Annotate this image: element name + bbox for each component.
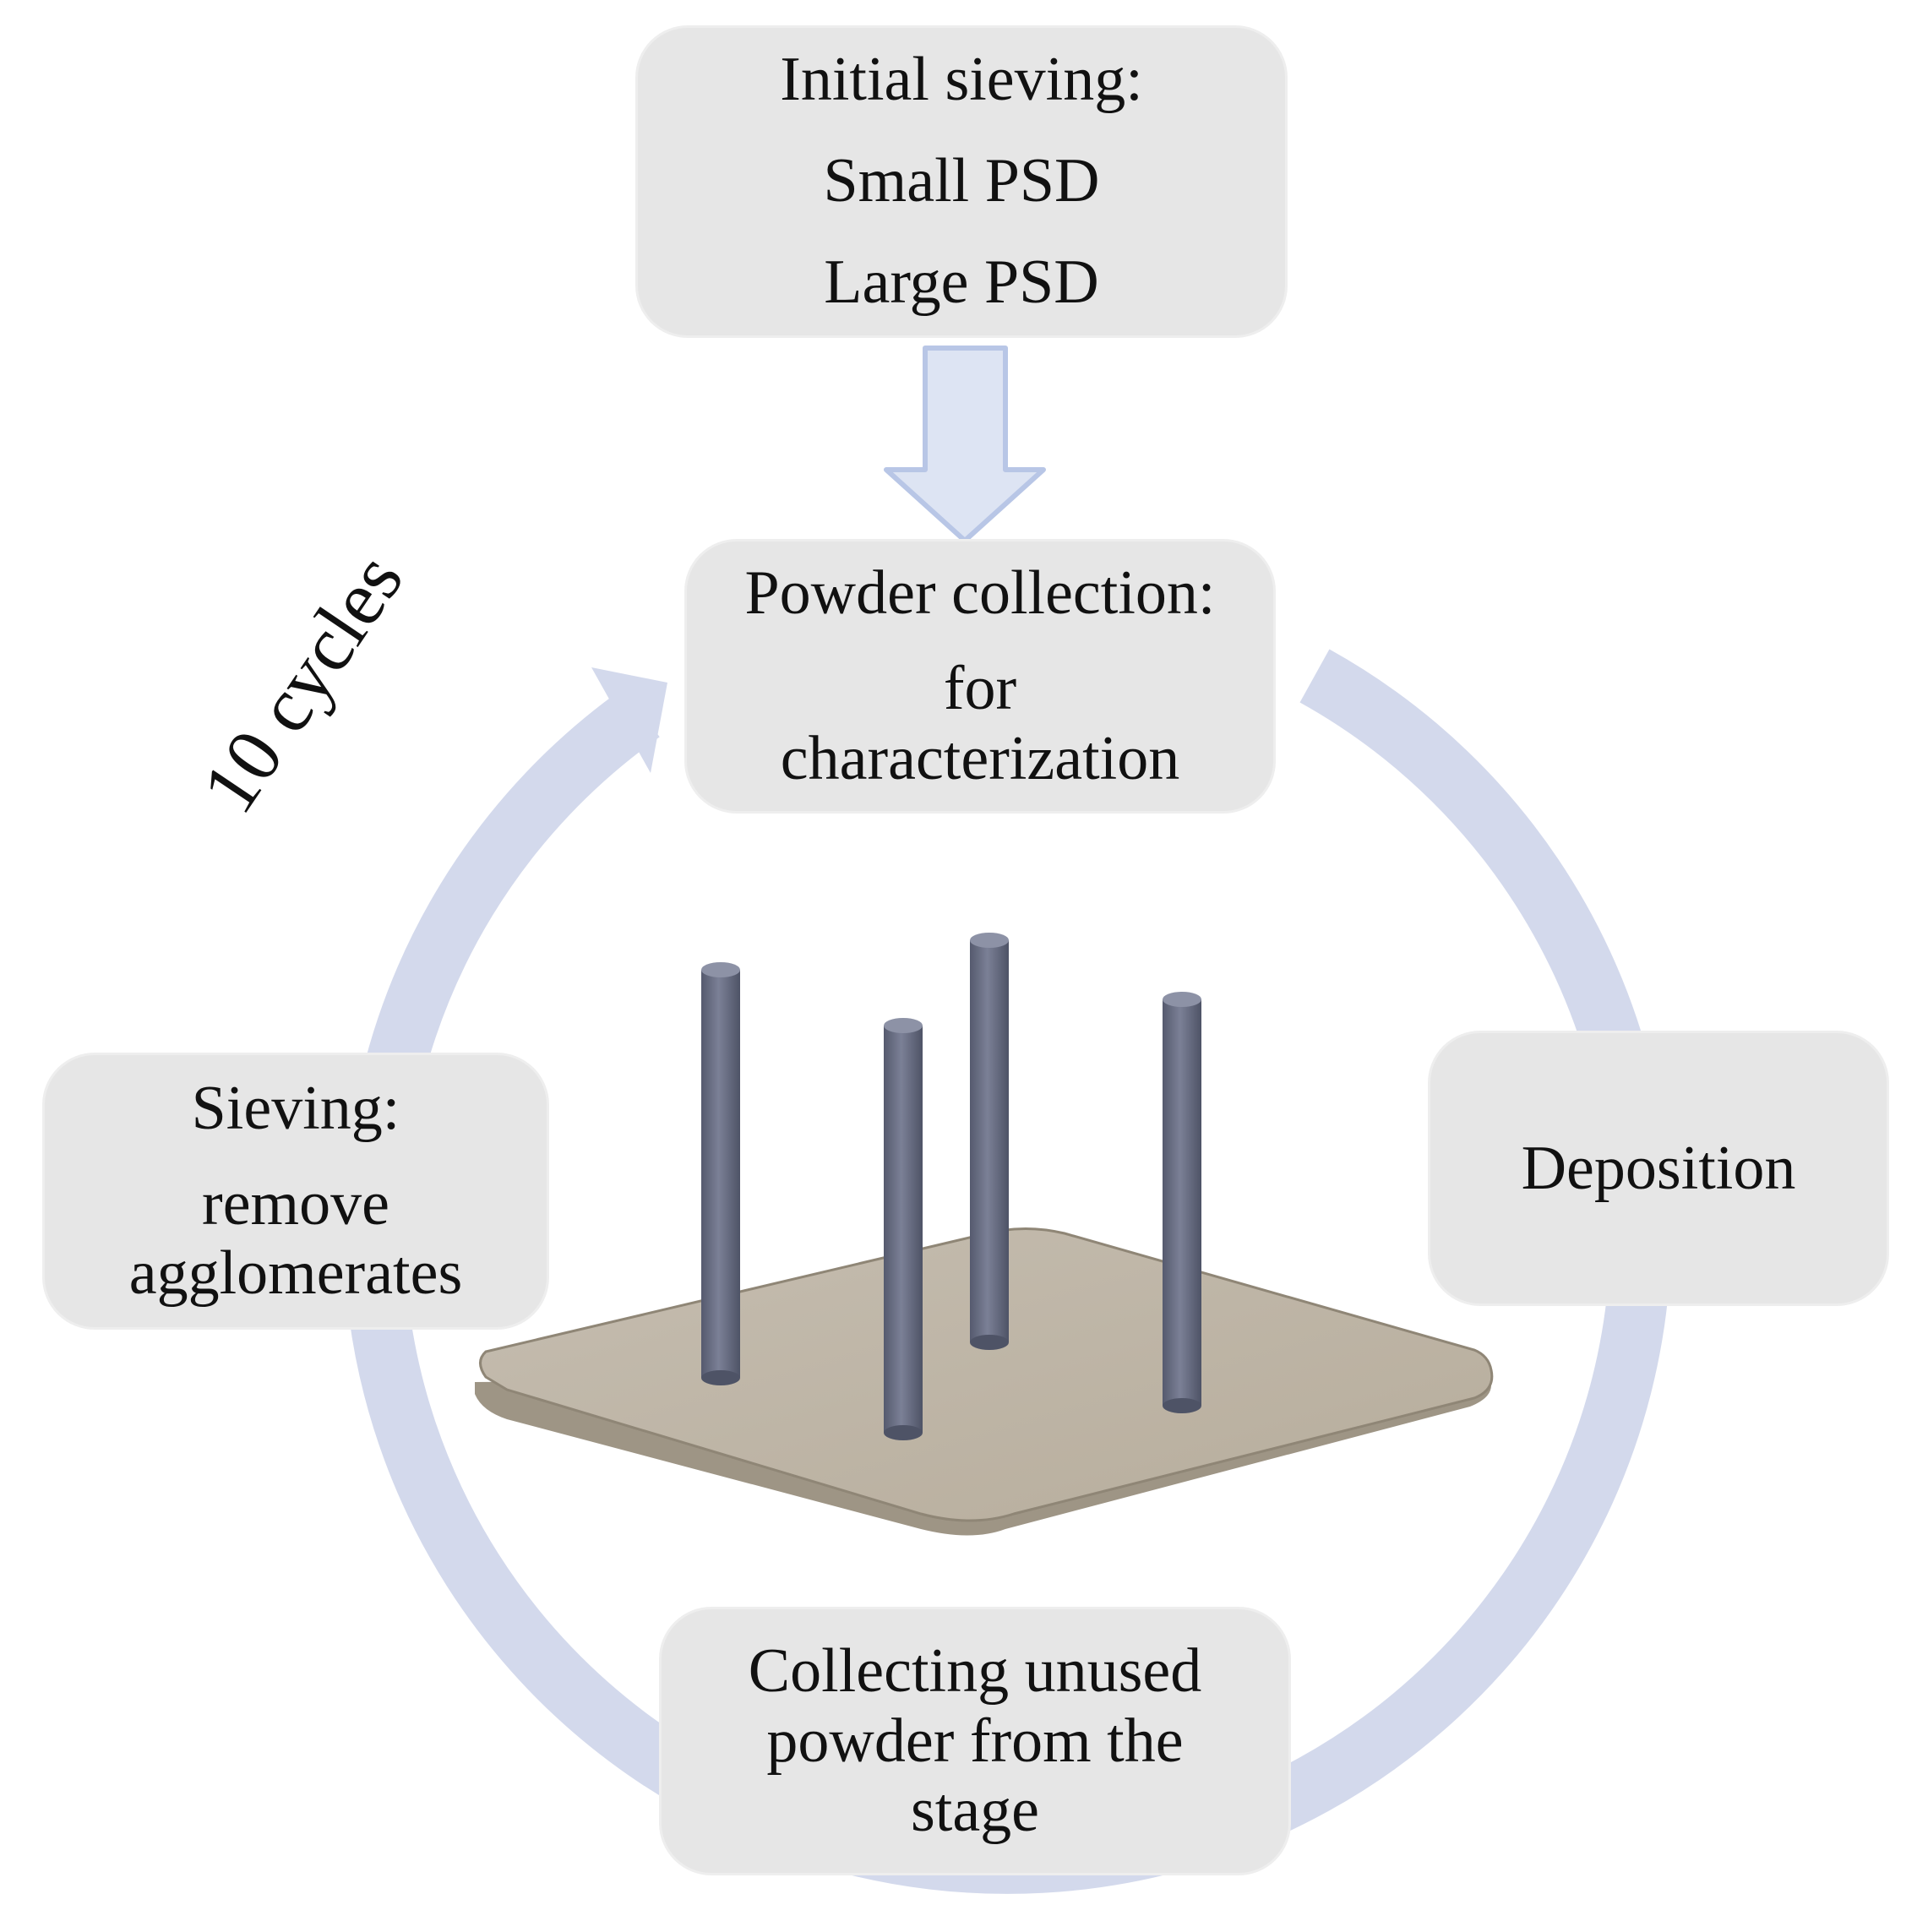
initial-sieving-title: Initial sieving: xyxy=(780,45,1143,115)
rod xyxy=(701,962,740,1385)
collecting-line3: stage xyxy=(910,1776,1040,1846)
sieving-line2: agglomerates xyxy=(128,1238,463,1309)
powder-collection-line2: characterization xyxy=(780,723,1180,793)
collecting-line1: Collecting unused xyxy=(748,1635,1202,1706)
large-psd-label: Large PSD xyxy=(824,247,1099,317)
build-plate-with-rods-icon xyxy=(475,933,1494,1536)
down-arrow-icon xyxy=(884,346,1046,543)
deposition-title: Deposition xyxy=(1521,1133,1796,1203)
sieving-line1: remove xyxy=(202,1168,389,1238)
sieving-title: Sieving: xyxy=(191,1073,400,1143)
powder-collection-title: Powder collection: xyxy=(744,558,1216,629)
small-psd-label: Small PSD xyxy=(823,146,1100,216)
initial-sieving-box: Initial sieving: Small PSD Large PSD xyxy=(635,25,1288,338)
cycle-arrowhead-icon xyxy=(591,667,667,773)
rod xyxy=(970,933,1009,1350)
powder-collection-line1: for xyxy=(943,654,1017,724)
deposition-box: Deposition xyxy=(1428,1031,1889,1306)
powder-collection-box: Powder collection: for characterization xyxy=(684,539,1276,814)
rod xyxy=(884,1018,923,1440)
sieving-box: Sieving: remove agglomerates xyxy=(42,1053,549,1330)
collecting-line2: powder from the xyxy=(766,1706,1184,1776)
rod xyxy=(1163,992,1201,1413)
collecting-unused-powder-box: Collecting unused powder from the stage xyxy=(659,1607,1291,1875)
